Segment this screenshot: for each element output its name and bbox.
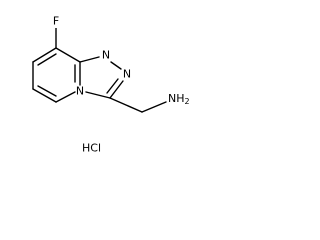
bond-c3-n4 — [85, 91, 111, 99]
bond-group — [32, 26, 167, 113]
bond-c8-c8a — [55, 47, 81, 63]
bond-c3-ch2 — [109, 97, 143, 113]
bond-c8-c7 — [32, 47, 57, 63]
atom-n2-label: N — [123, 68, 131, 81]
salt-label: HCl — [82, 142, 101, 155]
atom-n-bridgehead-label: N — [76, 85, 84, 98]
bond-c5-n4 — [55, 91, 76, 103]
atom-labels: F N N N NH2 HCl — [51, 14, 190, 155]
amine-nh-text: NH — [168, 92, 185, 105]
bond-c8a-n1 — [79, 56, 100, 63]
bond-c6-c5 — [32, 88, 57, 103]
amine-h-subscript: 2 — [185, 97, 190, 106]
bond-n2-c3-inner — [106, 78, 119, 94]
atom-fluorine-label: F — [53, 15, 59, 28]
bond-n2-c3 — [109, 80, 124, 99]
amine-label: NH2 — [168, 92, 190, 106]
bond-ch2-n — [141, 101, 167, 113]
bond-c6-c5-inner — [37, 85, 57, 97]
atom-n1-label: N — [102, 49, 110, 62]
chemical-structure-diagram: F N N N NH2 HCl — [32, 14, 190, 155]
bond-n1-n2 — [110, 61, 122, 70]
bond-c8-c7-inner — [37, 53, 57, 66]
